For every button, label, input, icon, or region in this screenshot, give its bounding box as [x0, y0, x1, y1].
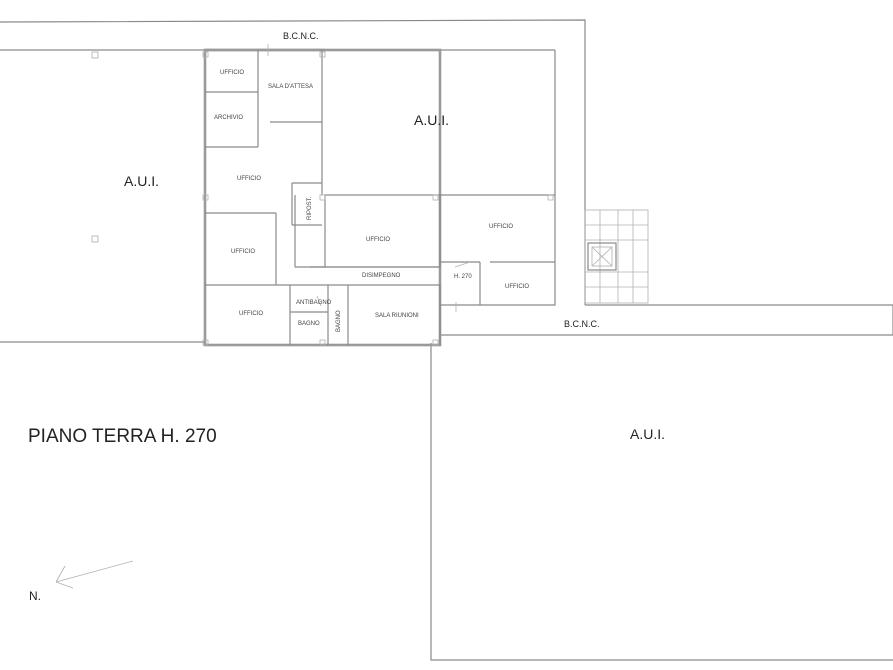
label-sala-attesa: SALA D'ATTESA [268, 84, 313, 90]
label-ufficio-2: UFFICIO [237, 176, 261, 182]
label-ufficio-3: UFFICIO [231, 249, 255, 255]
label-ufficio-1: UFFICIO [220, 70, 244, 76]
label-bcnc-top: B.C.N.C. [283, 31, 319, 41]
office-walls [203, 44, 556, 347]
label-archivio: ARCHIVIO [214, 115, 243, 121]
plan-title: PIANO TERRA H. 270 [28, 426, 217, 447]
label-h270: H. 270 [454, 274, 472, 280]
label-ufficio-5: UFFICIO [489, 224, 513, 230]
label-bagno-1: BAGNO [298, 321, 320, 327]
north-arrow [55, 560, 134, 589]
label-antibagno: ANTIBAGNO [296, 300, 332, 306]
label-ufficio-7: UFFICIO [239, 311, 263, 317]
label-aui-center: A.U.I. [414, 112, 449, 128]
label-ripost: RIPOST. [307, 196, 313, 220]
label-aui-bottom: A.U.I. [630, 426, 665, 442]
columns [91, 51, 554, 346]
labels: B.C.N.C. B.C.N.C. A.U.I. A.U.I. A.U.I. U… [28, 31, 665, 603]
label-sala-riunioni: SALA RIUNIONI [375, 313, 419, 319]
label-ufficio-6: UFFICIO [505, 284, 529, 290]
stair-block [584, 209, 649, 304]
label-bagno-2: BAGNO [336, 310, 342, 332]
label-ufficio-4: UFFICIO [366, 237, 390, 243]
label-aui-left: A.U.I. [124, 173, 159, 189]
label-bcnc-right: B.C.N.C. [564, 319, 600, 329]
north-label: N. [29, 589, 41, 603]
label-disimpegno: DISIMPEGNO [362, 273, 401, 279]
